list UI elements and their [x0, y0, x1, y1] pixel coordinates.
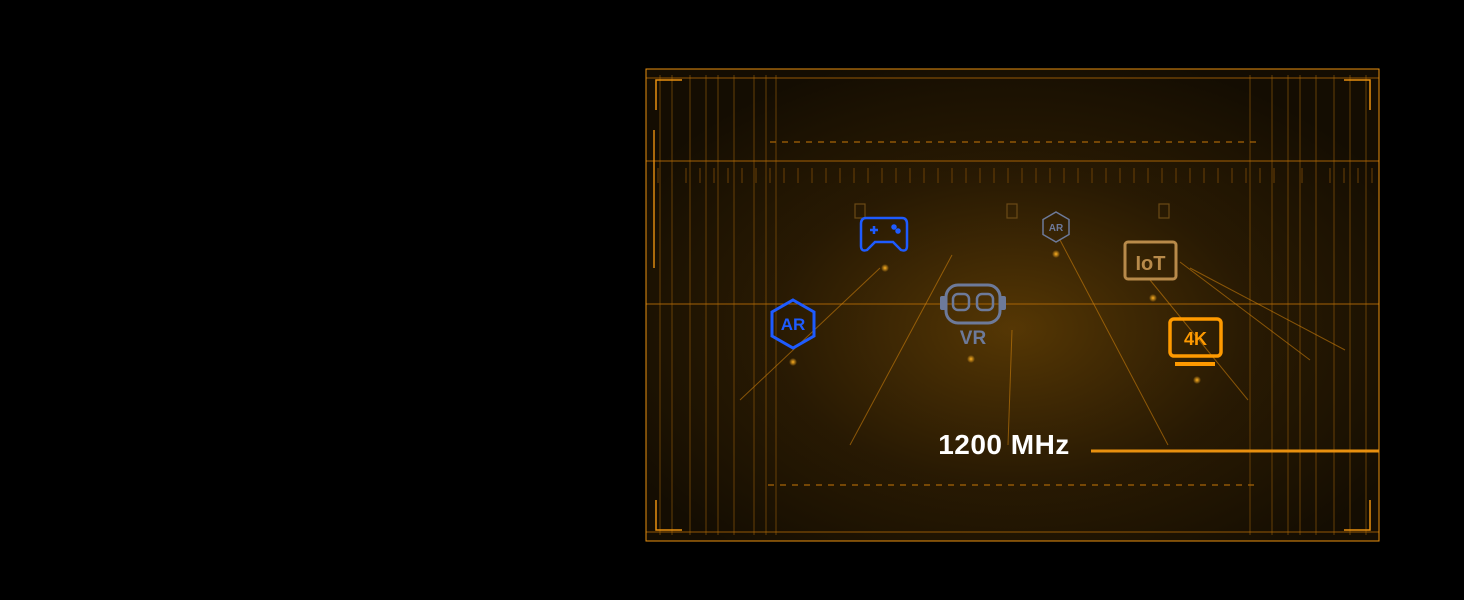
vr-headset-icon: VR: [940, 283, 1006, 349]
frame-background: [646, 69, 1379, 541]
frame-border: [645, 68, 1380, 542]
horizontal-lines: [646, 77, 1379, 533]
ar-small-icon: AR: [1042, 211, 1070, 243]
frequency-label: 1200 MHz: [938, 429, 1070, 460]
uhd-label: 4K: [1184, 329, 1207, 349]
tick-row: [657, 168, 1373, 183]
gamepad-icon: [859, 216, 909, 252]
grid-lines: [659, 75, 1367, 535]
uhd-monitor-icon: 4K: [1168, 317, 1223, 366]
small-square-markers: [854, 203, 1170, 219]
iot-icon: IoT: [1123, 240, 1178, 281]
glow-dots: [789, 250, 1201, 384]
frame-corners: [653, 79, 1371, 531]
vr-label: VR: [960, 328, 987, 349]
iot-label: IoT: [1136, 253, 1166, 275]
perspective-rays: [739, 239, 1346, 446]
ar-large-icon: AR: [770, 298, 816, 350]
ar-large-label: AR: [781, 315, 806, 334]
ar-small-label: AR: [1049, 223, 1064, 234]
